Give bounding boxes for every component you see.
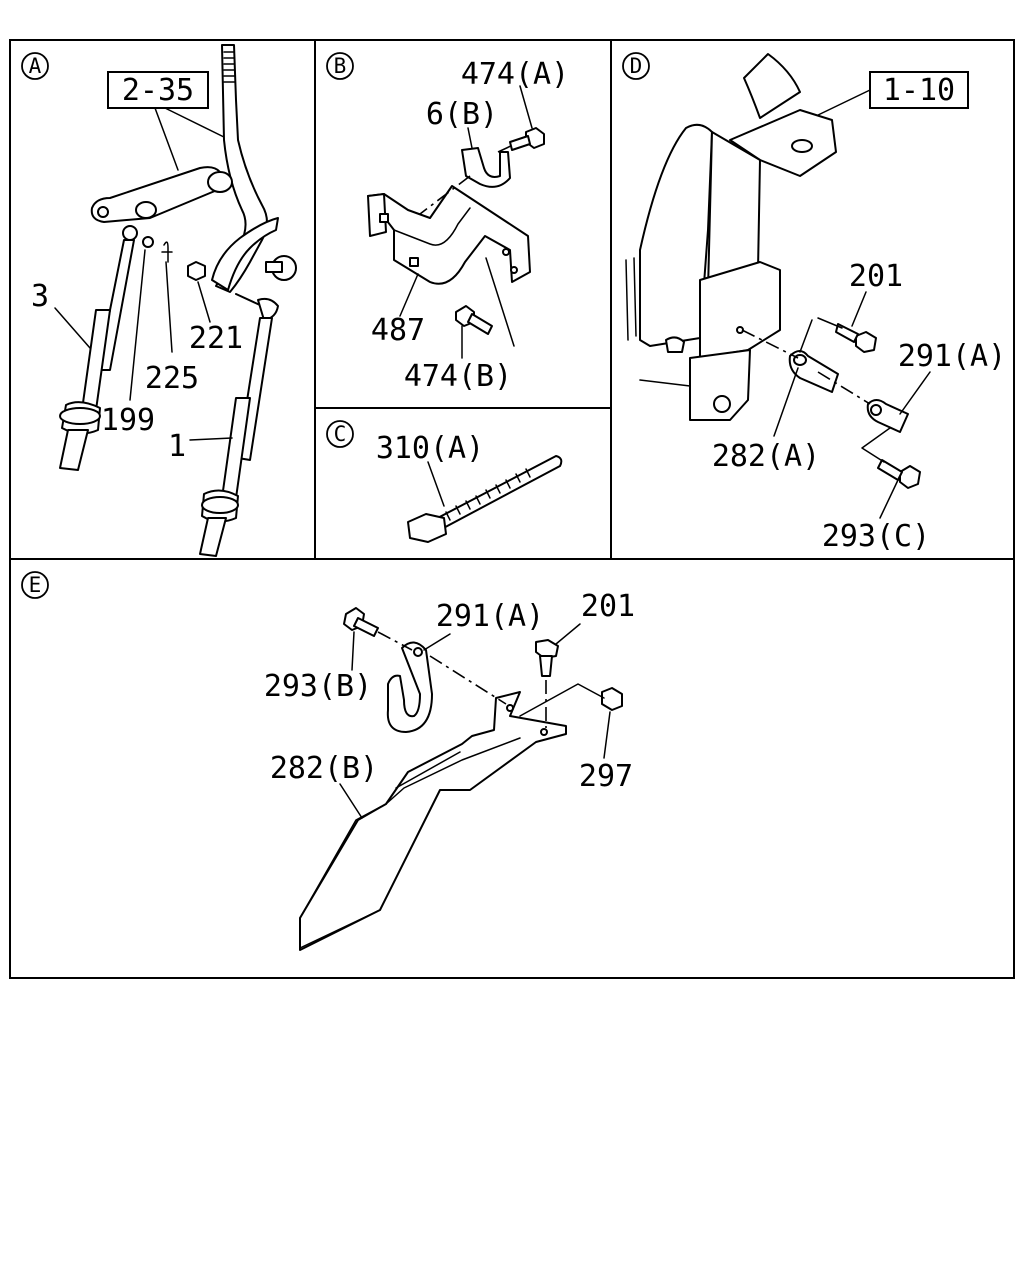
label-297: 297 (579, 759, 633, 794)
leader-221 (197, 281, 211, 323)
label-199: 199 (101, 403, 155, 438)
label-3: 3 (31, 279, 49, 314)
label-291a-d: 291(A) (898, 339, 1006, 374)
outer-frame (9, 39, 1015, 979)
section-letter-c: C (334, 422, 347, 446)
leader-201-e (555, 623, 581, 645)
leader-199 (129, 249, 146, 401)
panel-e: E (21, 571, 635, 951)
leader-225 (165, 261, 173, 353)
label-221: 221 (189, 321, 243, 356)
ref-label-2-35: 2-35 (122, 73, 194, 108)
cable-3 (59, 225, 138, 471)
bracket-282b (299, 691, 567, 951)
guide-201-d (799, 317, 843, 353)
section-marker-e: E (21, 571, 49, 599)
section-marker-d: D (622, 52, 650, 80)
panel-frames (9, 39, 1015, 979)
dash-d-2 (817, 371, 871, 405)
label-310a: 310(A) (376, 431, 484, 466)
ref-box-2-35: 2-35 (107, 71, 209, 109)
dash-474a (497, 143, 516, 153)
section-letter-b: B (334, 54, 347, 78)
leader-293c (879, 479, 899, 519)
dash-e-1 (377, 631, 413, 651)
label-201-d: 201 (849, 259, 903, 294)
dash-e-2 (429, 655, 507, 705)
panel-d: D 1-10 (622, 52, 1006, 554)
frame-structure (625, 53, 837, 421)
section-marker-b: B (326, 52, 354, 80)
ref-label-1-10: 1-10 (883, 73, 955, 108)
leader-2-35-b (164, 107, 231, 141)
pin-225 (161, 241, 173, 263)
panel-a: A 2-35 (21, 44, 297, 557)
bolt-201-e (535, 639, 559, 677)
leader-2-35-a (154, 107, 179, 171)
label-6b: 6(B) (426, 97, 498, 132)
bolt-293c (877, 459, 921, 489)
section-marker-a: A (21, 52, 49, 80)
label-474a: 474(A) (461, 57, 569, 92)
leader-297 (603, 711, 611, 759)
panel-b: B (326, 52, 569, 394)
clamp-291a (866, 399, 909, 433)
leader-6b (467, 127, 473, 149)
guide-293c (861, 427, 891, 463)
label-282a: 282(A) (712, 439, 820, 474)
leader-293b (351, 631, 355, 671)
leader-1 (189, 437, 233, 441)
dash-d-1 (741, 329, 799, 359)
label-474b: 474(B) (404, 359, 512, 394)
bolt-201-d (835, 323, 877, 353)
ref-box-1-10: 1-10 (869, 71, 969, 109)
clamp-291a-e (386, 641, 433, 733)
panel-c: C 310(A) (326, 420, 563, 543)
washer-199 (142, 236, 154, 248)
label-293c: 293(C) (822, 519, 930, 554)
nut-297 (601, 687, 623, 711)
leader-3 (54, 307, 91, 349)
label-282b: 282(B) (270, 751, 378, 786)
leader-487 (399, 273, 419, 317)
bolt-474a (509, 127, 545, 151)
section-letter-e: E (29, 573, 42, 597)
leader-310a (427, 461, 445, 507)
leader-201-d (851, 291, 867, 327)
dash-clip (419, 175, 471, 215)
cable-tie-310a (407, 455, 563, 543)
section-letter-a: A (29, 54, 42, 78)
leader-1-10 (815, 89, 871, 117)
bolt-474b (455, 305, 493, 335)
leader-291a-d (899, 371, 931, 415)
leader-474a (519, 85, 533, 129)
section-letter-d: D (630, 54, 643, 78)
label-201-e: 201 (581, 589, 635, 624)
shift-lever (211, 44, 297, 293)
leader-282b (339, 783, 363, 819)
bracket-487 (367, 185, 531, 285)
cross-arm (90, 166, 233, 223)
clip-6b (461, 147, 511, 188)
label-225: 225 (145, 361, 199, 396)
guide-297 (519, 683, 605, 717)
label-487: 487 (371, 313, 425, 348)
leader-282a (773, 367, 799, 437)
leader-291a-e (423, 633, 451, 651)
leader-474b-2 (485, 257, 515, 347)
label-291a-e: 291(A) (436, 599, 544, 634)
bolt-293b (343, 607, 379, 637)
label-293b: 293(B) (264, 669, 372, 704)
label-1: 1 (168, 429, 186, 464)
section-marker-c: C (326, 420, 354, 448)
nut-221 (187, 261, 206, 281)
cable-1 (199, 293, 279, 557)
